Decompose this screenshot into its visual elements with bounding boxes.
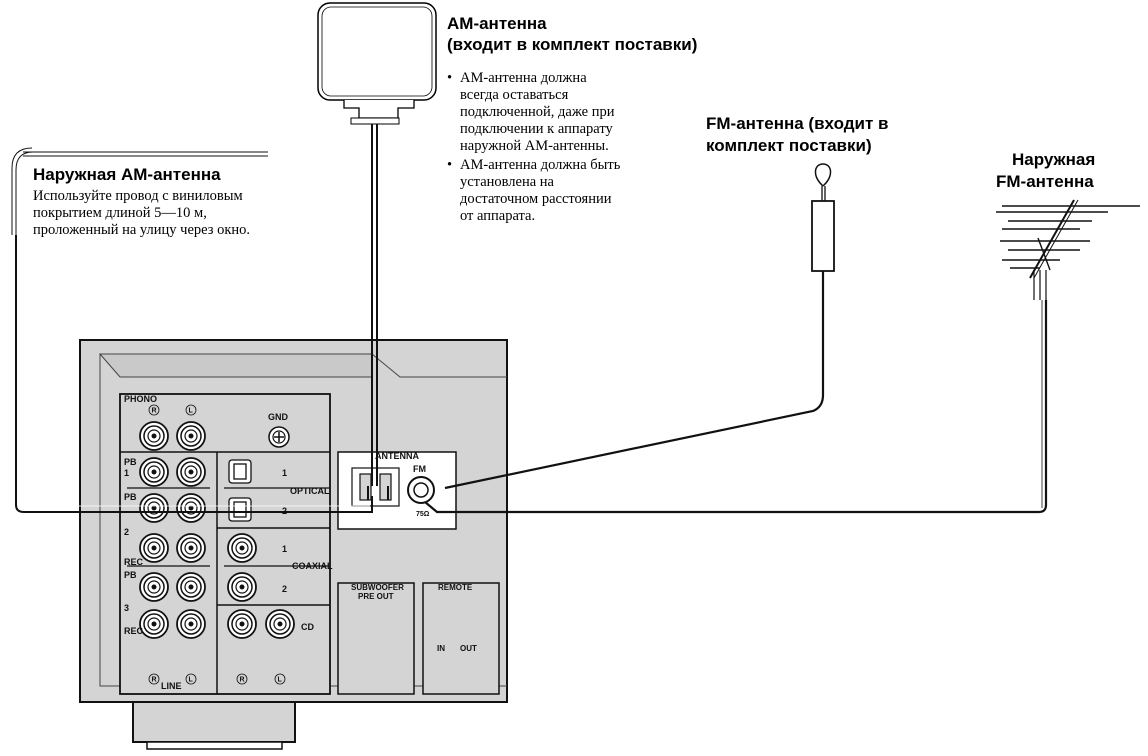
am-antenna-bullet-1: • AM-антенна должна всегда оставаться по…	[447, 70, 615, 154]
am-antenna-cable	[367, 124, 389, 500]
outdoor-am-description: Используйте провод с виниловым покрытием…	[33, 188, 251, 238]
outdoor-fm-title-line2: FM-антенна	[996, 172, 1094, 191]
coaxial-1-num: 1	[282, 544, 287, 554]
rca-jack-icon	[227, 533, 257, 563]
line-label: LINE	[161, 681, 182, 691]
outdoor-am-title: Наружная AM-антенна	[33, 165, 221, 184]
gnd-label: GND	[268, 412, 289, 422]
line-r-mark: R	[152, 677, 157, 684]
antenna-label: ANTENNA	[375, 451, 419, 461]
rca-jack-icon	[176, 493, 206, 523]
am-loop-antenna-icon	[317, 2, 437, 125]
coaxial-2-num: 2	[282, 584, 287, 594]
rec2-label: REC	[124, 557, 144, 567]
subwoofer-label-1: SUBWOOFER	[351, 583, 404, 592]
rca-jack-icon	[139, 533, 169, 563]
coaxial-label: COAXIAL	[292, 561, 333, 571]
pb1-label: PB	[124, 457, 137, 467]
rca-jack-icon	[139, 457, 169, 487]
pb3-label: PB	[124, 570, 137, 580]
outdoor-fm-title-line1: Наружная	[1012, 150, 1096, 169]
rca-jack-icon	[265, 609, 295, 639]
am-antenna-title-line2: (входит в комплект поставки)	[447, 35, 698, 54]
rca-jack-icon	[176, 421, 206, 451]
remote-label: REMOTE	[438, 583, 473, 592]
subwoofer-section	[337, 582, 415, 695]
am-antenna-bullet-2: • AM-антенна должна быть установлена на …	[447, 157, 621, 224]
ohm-label: 75Ω	[416, 511, 430, 518]
rec2-num: 2	[124, 527, 129, 537]
rca-jack-icon	[139, 493, 169, 523]
rca-jack-icon	[227, 609, 257, 639]
fm-antenna-title-line2: комплект поставки)	[706, 136, 872, 155]
rca-jack-icon	[176, 609, 206, 639]
phono-l-mark: L	[189, 408, 194, 415]
optical-1-num: 1	[282, 468, 287, 478]
remote-out-label: OUT	[460, 644, 477, 653]
line-l-mark: L	[189, 677, 194, 684]
antenna-terminal-box	[337, 451, 457, 530]
rca-jack-icon	[176, 457, 206, 487]
outdoor-am-wire	[11, 147, 373, 513]
cd-label: CD	[301, 622, 314, 632]
remote-section	[422, 582, 500, 695]
gnd-terminal-icon	[268, 426, 290, 448]
pb2-label: PB	[124, 492, 137, 502]
rca-jack-icon	[139, 572, 169, 602]
pb1-num: 1	[124, 468, 129, 478]
cd-r-mark: R	[240, 677, 245, 684]
optical-label: OPTICAL	[290, 486, 330, 496]
rca-jack-icon	[176, 533, 206, 563]
cd-l-mark: L	[278, 677, 283, 684]
phono-r-mark: R	[152, 408, 157, 415]
fm-label: FM	[413, 464, 426, 474]
rca-jack-icon	[227, 572, 257, 602]
phono-label: PHONO	[124, 394, 157, 404]
remote-in-label: IN	[437, 644, 445, 653]
fm-indoor-antenna-icon	[444, 163, 835, 490]
rca-jack-icon	[176, 572, 206, 602]
rec3-num: 3	[124, 603, 129, 613]
am-antenna-title-line1: AM-антенна	[447, 14, 547, 33]
subwoofer-label-2: PRE OUT	[358, 592, 394, 601]
rca-jack-icon	[139, 421, 169, 451]
fm-outdoor-antenna-icon	[424, 199, 1140, 514]
rca-jack-icon	[139, 609, 169, 639]
fm-antenna-title-line1: FM-антенна (входит в	[706, 114, 889, 133]
rec3-label: REC	[124, 626, 144, 636]
